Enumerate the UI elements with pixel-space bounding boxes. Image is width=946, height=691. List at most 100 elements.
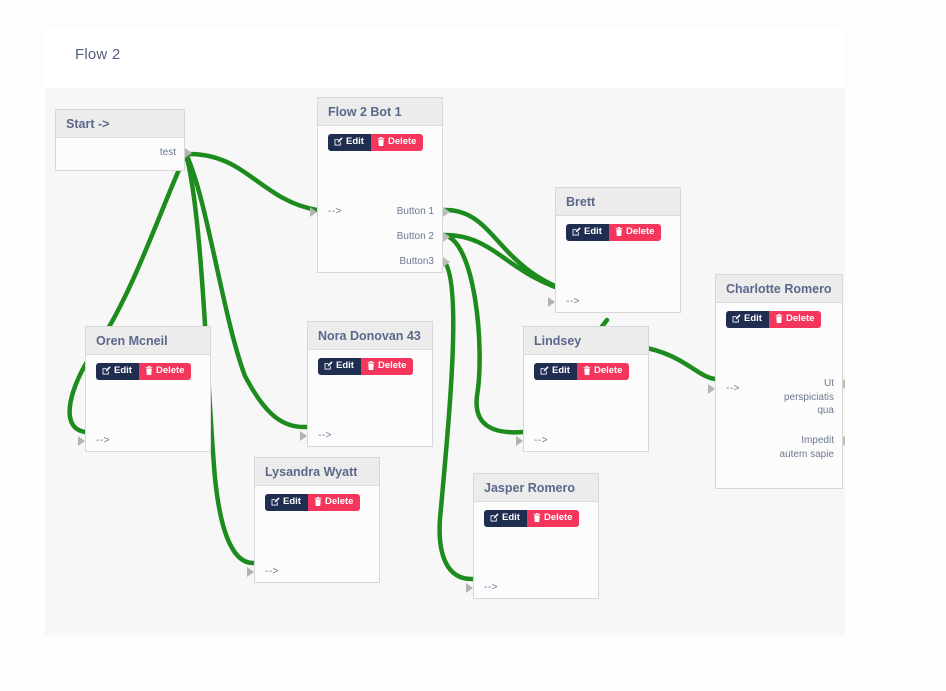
edit-button[interactable]: Edit: [534, 363, 577, 380]
edit-button[interactable]: Edit: [328, 134, 371, 151]
node-nora-donovan-43[interactable]: Nora Donovan 43 Edit Delete: [300, 321, 433, 447]
node-header: Start ->: [56, 110, 184, 138]
input-port[interactable]: -->: [328, 206, 342, 217]
pencil-square-icon: [102, 366, 111, 375]
node-action-buttons: Edit Delete: [318, 358, 414, 375]
edit-button[interactable]: Edit: [96, 363, 139, 380]
input-port-marker[interactable]: [247, 567, 254, 577]
edit-button-label: Edit: [283, 496, 301, 507]
input-port-marker[interactable]: [466, 583, 473, 593]
output-port-marker[interactable]: [843, 379, 845, 389]
node-start[interactable]: Start -> test: [55, 109, 192, 171]
node-body: Edit Delete -->: [516, 355, 648, 451]
delete-button[interactable]: Delete: [360, 358, 414, 375]
pencil-square-icon: [540, 366, 549, 375]
input-port-marker[interactable]: [78, 436, 85, 446]
node-lysandra-wyatt[interactable]: Lysandra Wyatt Edit Delete: [247, 457, 380, 583]
delete-button[interactable]: Delete: [608, 224, 662, 241]
delete-button-label: Delete: [785, 313, 815, 324]
node-header: Lysandra Wyatt: [255, 458, 379, 486]
edge-start-to-flow2bot1: [183, 151, 320, 213]
edit-button-label: Edit: [346, 136, 364, 147]
input-port[interactable]: -->: [726, 383, 740, 394]
node-title: Charlotte Romero: [726, 281, 832, 296]
input-port[interactable]: -->: [265, 566, 279, 577]
input-port-marker[interactable]: [300, 431, 307, 441]
trash-icon: [145, 366, 153, 376]
node-jasper-romero[interactable]: Jasper Romero Edit Delete: [466, 473, 599, 599]
input-port-marker[interactable]: [708, 384, 715, 394]
delete-button-label: Delete: [324, 496, 354, 507]
output-port-button-2[interactable]: Button 2: [396, 231, 434, 242]
node-action-buttons: Edit Delete: [328, 134, 424, 151]
edit-button-label: Edit: [552, 365, 570, 376]
pencil-square-icon: [732, 314, 741, 323]
input-port[interactable]: -->: [534, 435, 548, 446]
output-port-ut-perspiciatis-qua[interactable]: Ut perspiciatis qua: [783, 378, 834, 416]
node-flow-2-bot-1[interactable]: Flow 2 Bot 1 Edit Delete: [310, 97, 450, 273]
node-header: Nora Donovan 43: [308, 322, 432, 350]
delete-button-label: Delete: [593, 365, 623, 376]
node-lindsey[interactable]: Lindsey Edit Delete: [516, 326, 649, 452]
edit-button[interactable]: Edit: [726, 311, 769, 328]
edge-button2-to-lindsey: [440, 232, 526, 435]
input-port-marker[interactable]: [516, 436, 523, 446]
node-body: Edit Delete --> Ut perspiciatis qua Impe…: [708, 303, 845, 488]
edit-button-label: Edit: [502, 512, 520, 523]
node-body: Edit Delete -->: [466, 502, 598, 598]
node-action-buttons: Edit Delete: [566, 224, 662, 241]
delete-button[interactable]: Delete: [768, 311, 822, 328]
input-port[interactable]: -->: [484, 582, 498, 593]
output-port-impedit-autem-sapie[interactable]: Impedit autem sapie: [779, 435, 834, 460]
output-port-marker[interactable]: [185, 148, 192, 158]
node-header: Flow 2 Bot 1: [318, 98, 442, 126]
output-port-test[interactable]: test: [159, 147, 176, 158]
node-body: Edit Delete --> Button 1 Button 2 Button…: [310, 126, 450, 272]
delete-button[interactable]: Delete: [138, 363, 192, 380]
output-port-button-1[interactable]: Button 1: [396, 206, 434, 217]
edge-button2-to-brett: [440, 232, 576, 296]
edge-button1-to-brett: [440, 207, 576, 296]
input-port[interactable]: -->: [566, 296, 580, 307]
edit-button[interactable]: Edit: [566, 224, 609, 241]
output-port-marker[interactable]: [443, 207, 450, 217]
node-body: Edit Delete -->: [548, 216, 680, 312]
delete-button[interactable]: Delete: [307, 494, 361, 511]
node-header: Brett: [556, 188, 680, 216]
edit-button[interactable]: Edit: [484, 510, 527, 527]
input-port[interactable]: -->: [96, 435, 110, 446]
output-port-marker[interactable]: [443, 232, 450, 242]
node-title: Lysandra Wyatt: [265, 464, 358, 479]
input-port-marker[interactable]: [548, 297, 555, 307]
node-charlotte-romero[interactable]: Charlotte Romero Edit Delete: [708, 274, 845, 489]
pencil-square-icon: [334, 137, 343, 146]
node-title: Lindsey: [534, 333, 582, 348]
node-title: Brett: [566, 194, 596, 209]
input-port[interactable]: -->: [318, 430, 332, 441]
page-title: Flow 2: [75, 46, 121, 63]
trash-icon: [367, 361, 375, 371]
delete-button[interactable]: Delete: [526, 510, 580, 527]
output-port-marker[interactable]: [443, 257, 450, 267]
pencil-square-icon: [271, 497, 280, 506]
trash-icon: [377, 137, 385, 147]
node-body: Edit Delete -->: [78, 355, 210, 451]
edit-button[interactable]: Edit: [265, 494, 308, 511]
output-port-button-3[interactable]: Button3: [399, 256, 434, 267]
pencil-square-icon: [490, 513, 499, 522]
node-header: Lindsey: [524, 327, 648, 355]
output-port-marker[interactable]: [843, 436, 845, 446]
node-oren-mcneil[interactable]: Oren Mcneil Edit Delete: [78, 326, 211, 452]
edit-button[interactable]: Edit: [318, 358, 361, 375]
input-port-marker[interactable]: [310, 207, 317, 217]
flow-canvas[interactable]: Start -> test Flow 2 Bot 1 Edit: [45, 88, 845, 635]
delete-button-label: Delete: [377, 360, 407, 371]
node-body: test: [56, 138, 192, 170]
node-title: Nora Donovan 43: [318, 328, 421, 343]
delete-button[interactable]: Delete: [576, 363, 630, 380]
pencil-square-icon: [572, 227, 581, 236]
edit-button-label: Edit: [336, 360, 354, 371]
delete-button[interactable]: Delete: [370, 134, 424, 151]
node-brett[interactable]: Brett Edit Delete: [548, 187, 681, 313]
